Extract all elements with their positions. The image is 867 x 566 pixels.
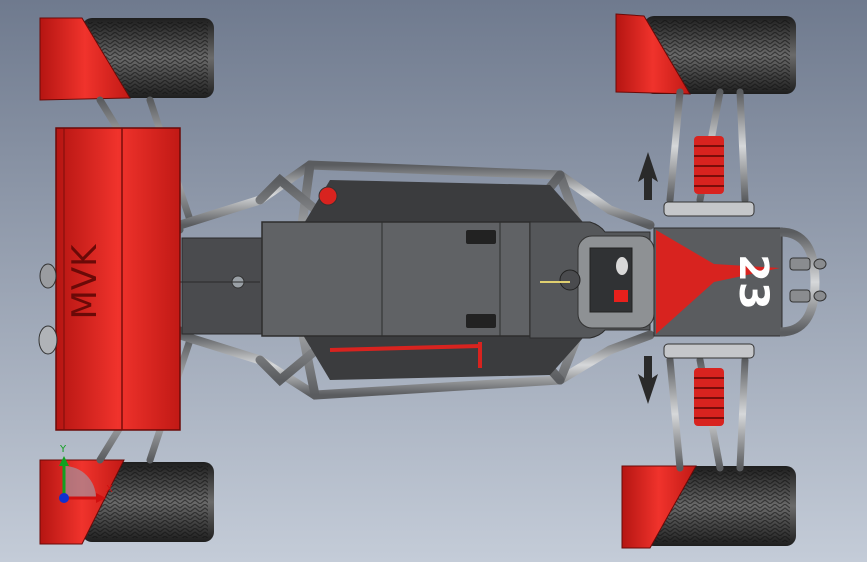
rear-right-tire [82, 462, 214, 542]
linkage [329, 342, 482, 368]
axis-triad: Y X [59, 444, 113, 503]
exhaust-right [38, 325, 58, 355]
master-cylinder [318, 186, 338, 206]
rear-right-fender [39, 459, 125, 545]
front-right-fender [621, 465, 697, 549]
front-left-fender [615, 13, 691, 95]
y-axis-label: Y [59, 444, 67, 455]
nose-arrow [656, 230, 780, 334]
front-left-spring [694, 136, 724, 194]
steer-arrows [638, 152, 658, 404]
x-axis-label: X [106, 484, 113, 495]
front-mounts [789, 257, 827, 303]
mount-bottom [466, 314, 496, 328]
hubs [663, 201, 755, 359]
engine-block [181, 237, 267, 335]
z-axis [59, 493, 69, 503]
exhaust-left [39, 263, 57, 289]
bottom-side-panel [300, 330, 590, 380]
front-bumper [779, 227, 820, 337]
top-side-panel [300, 180, 590, 230]
wing-text: MVK [65, 243, 105, 320]
rear-wing [55, 127, 181, 431]
rear-left-fender [39, 17, 131, 101]
race-number: 23 [730, 254, 776, 310]
front-right-spring [694, 368, 724, 426]
mount-top [466, 230, 496, 244]
